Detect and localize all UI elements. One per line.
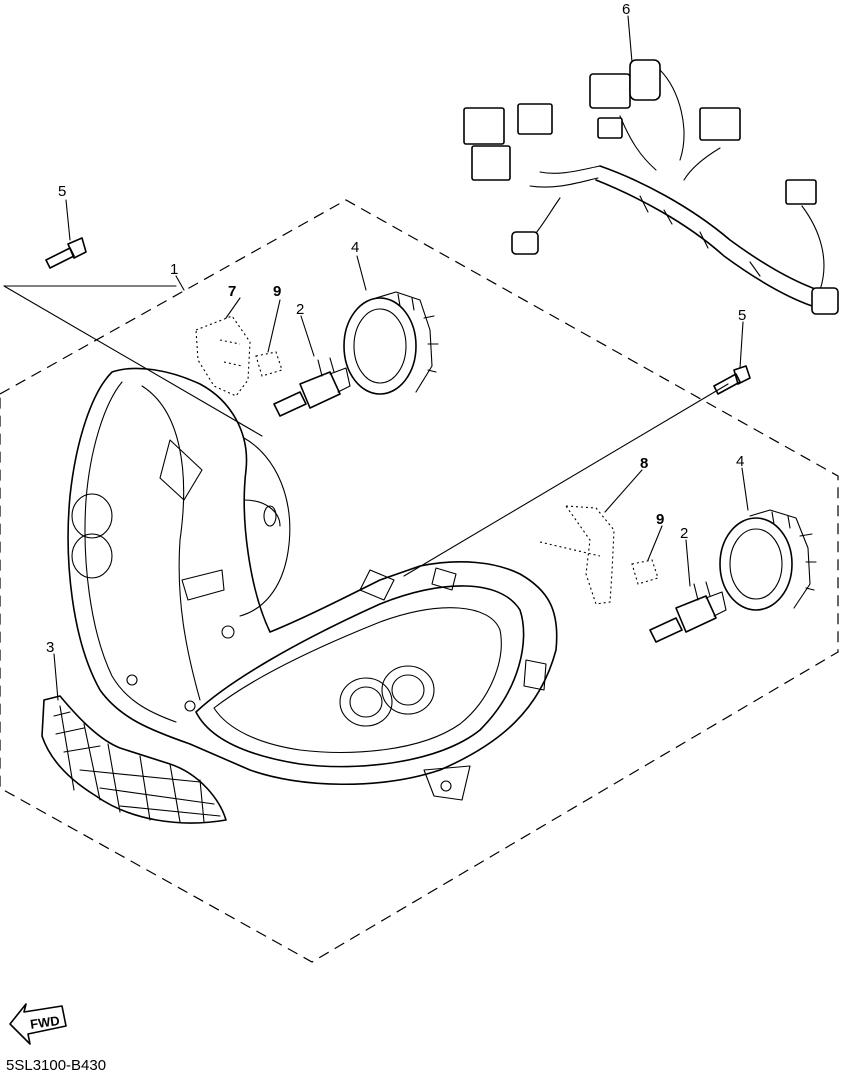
screw-left [45,237,87,269]
callout-9-right: 9 [656,511,664,528]
bulb-left [273,357,351,417]
fwd-label: FWD [29,1013,60,1032]
leader-lines [3,15,749,701]
drawing-code-label: 5SL3100-B430 [6,1057,107,1074]
assembly-dashed-outline [0,199,839,963]
clip-left [255,351,283,377]
callout-1: 1 [170,261,178,278]
bulb-cover-right [719,509,817,611]
callout-5-left: 5 [58,183,66,200]
callout-8: 8 [640,455,648,472]
callout-2-left: 2 [296,301,304,318]
screw-right [713,365,751,395]
headlight-housing [67,367,558,801]
callout-5-right: 5 [738,307,746,324]
wire-harness [463,59,839,315]
callout-4-right: 4 [736,453,744,470]
bulb-cover-left [343,291,439,395]
callout-9-left: 9 [273,283,281,300]
callout-2-right: 2 [680,525,688,542]
callout-6: 6 [622,1,630,18]
callout-7: 7 [228,283,236,300]
callout-3: 3 [46,639,54,656]
fwd-arrow-icon: FWD [9,1003,67,1045]
clip-right [631,559,659,585]
grille [41,695,227,824]
bulb-right [649,581,727,643]
callout-numbers: 1 2 2 3 4 4 5 5 6 7 8 9 9 [46,1,746,656]
callout-4-left: 4 [351,239,359,256]
bracket-right [564,505,615,605]
bracket-left [195,315,251,397]
